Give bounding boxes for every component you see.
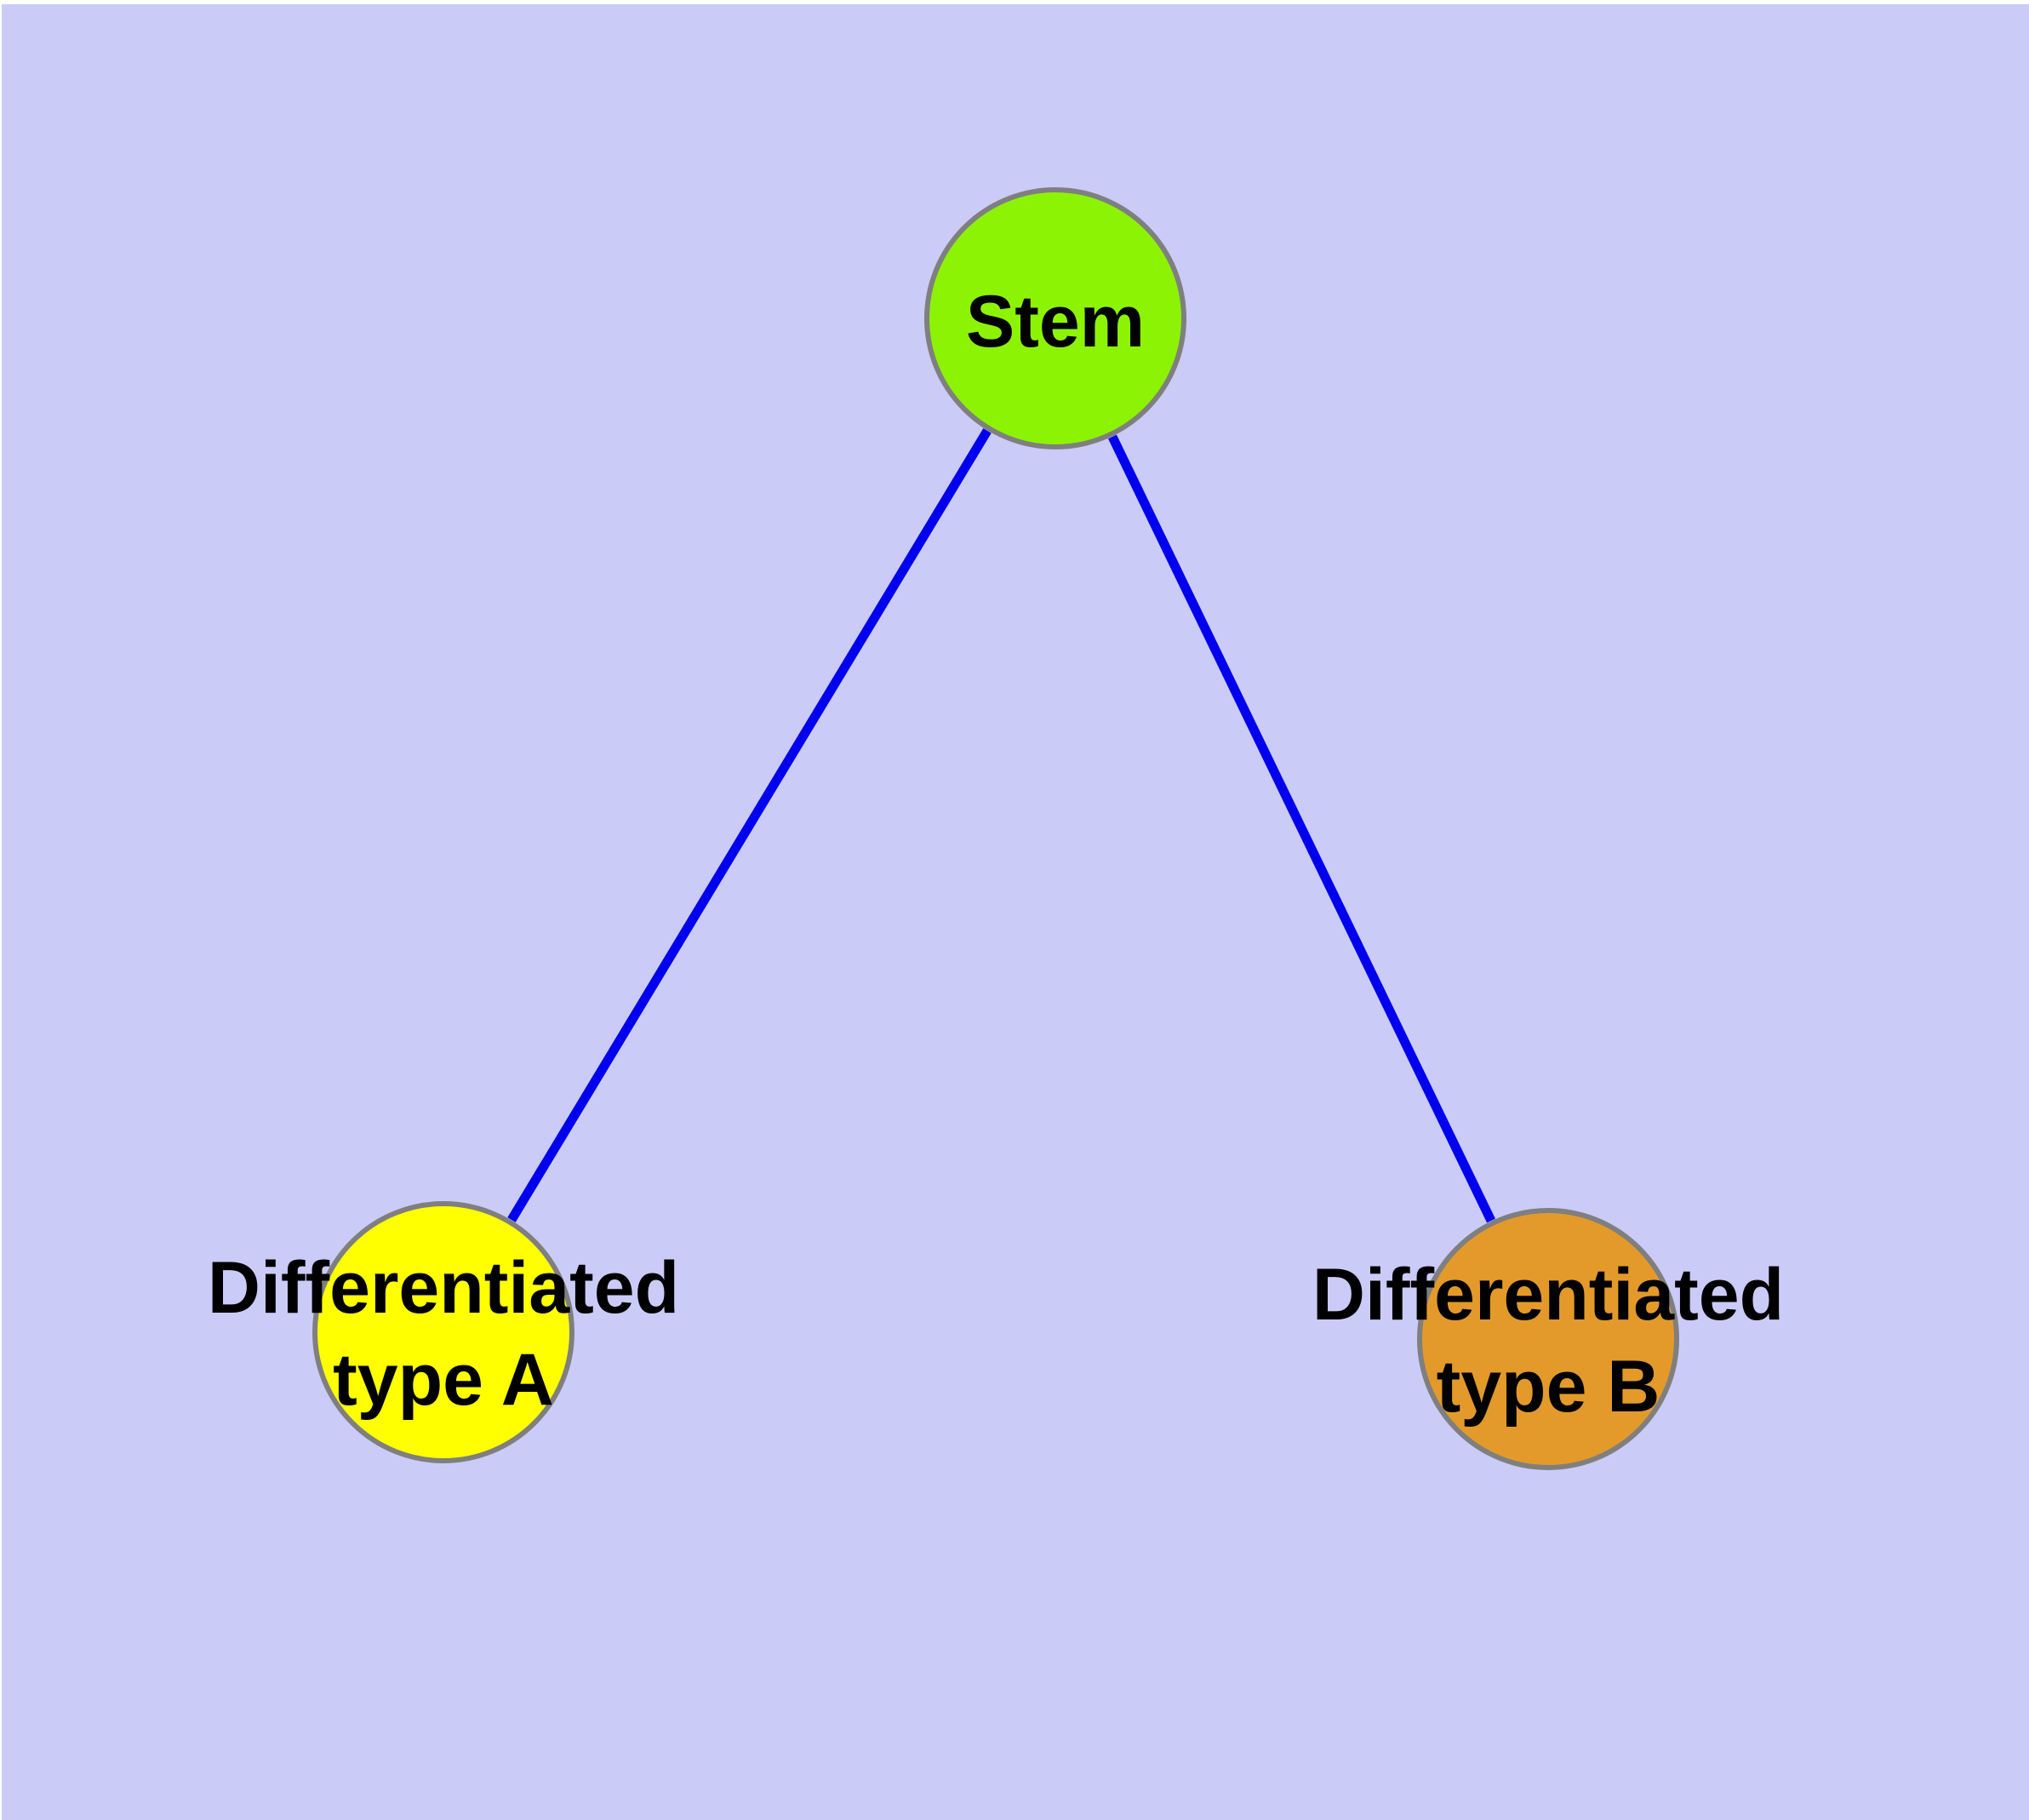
node-type-b-label-line2: type B <box>1437 1346 1660 1428</box>
node-stem <box>924 187 1186 449</box>
node-differentiated-type-a <box>312 1201 574 1463</box>
node-type-b-label-line1: Differentiated <box>1312 1254 1784 1336</box>
node-stem-label: Stem <box>966 281 1145 363</box>
node-differentiated-type-b <box>1417 1208 1679 1470</box>
node-type-a-label-line1: Differentiated <box>208 1247 679 1329</box>
edge-stem-to-type-a <box>507 428 992 1222</box>
node-type-a-label-line2: type A <box>333 1339 554 1421</box>
edge-stem-to-type-b <box>1108 434 1495 1223</box>
